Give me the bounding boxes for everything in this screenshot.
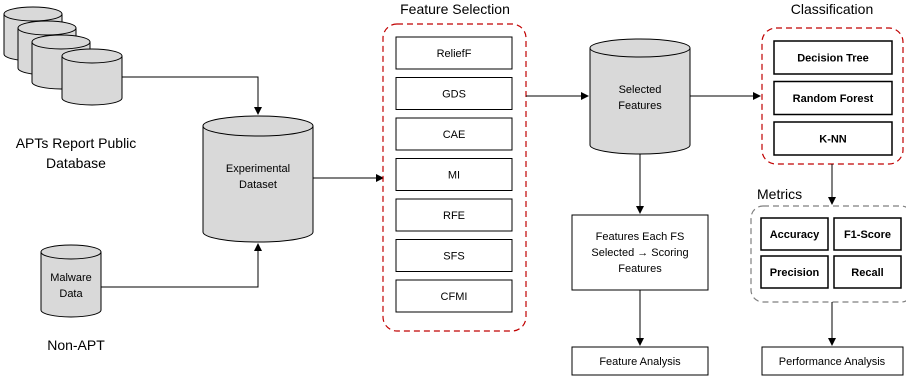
metric-label: Accuracy xyxy=(770,229,820,241)
feature-analysis-box-frame xyxy=(571,346,709,376)
model-label: K-NN xyxy=(819,134,847,146)
selected-features-cylinder xyxy=(589,38,691,155)
fs-method-label: CAE xyxy=(443,129,466,141)
fs-method-label: SFS xyxy=(443,251,464,263)
performance-analysis-box xyxy=(761,346,904,376)
fs-method-label: CFMI xyxy=(441,291,468,303)
metric-label: F1-Score xyxy=(844,229,891,241)
scoring-box xyxy=(571,214,709,291)
scoring-line1: Features Each FS xyxy=(596,231,685,243)
classification-title: Classification xyxy=(791,1,873,17)
model-label: Random Forest xyxy=(793,93,874,105)
malware-data-cylinder xyxy=(40,244,102,318)
metric-label: Recall xyxy=(851,267,883,279)
fs-method-box-rfe xyxy=(395,198,513,232)
model-box-k-nn xyxy=(773,121,893,156)
performance-analysis-label: Performance Analysis xyxy=(779,356,886,368)
fs-method-box-cae xyxy=(395,117,513,151)
experimental-dataset-line1: Experimental xyxy=(226,163,290,175)
non-apt-label: Non-APT xyxy=(47,337,105,353)
source-connectors xyxy=(101,76,384,288)
metrics-group xyxy=(750,205,906,303)
fs-method-box-sfs xyxy=(395,239,513,272)
malware-label-line2: Data xyxy=(59,288,83,300)
fs-method-box-gds xyxy=(395,77,513,110)
apt-to-dataset-arrow xyxy=(122,76,262,115)
metric-box-accuracy xyxy=(760,217,829,251)
fs-method-box-relieff xyxy=(395,36,513,70)
selected-features-connectors xyxy=(636,92,761,346)
feature-selection-group xyxy=(382,23,527,332)
model-label: Decision Tree xyxy=(797,53,869,65)
fs-method-label: GDS xyxy=(442,89,466,101)
fs-method-label: ReliefF xyxy=(437,48,472,60)
scoring-line2: Selected → Scoring xyxy=(591,247,688,259)
fs-method-box-cfmi xyxy=(395,279,513,313)
metric-box-f1-score xyxy=(833,217,902,251)
scoring-line3: Features xyxy=(618,263,662,275)
fs-method-box-mi xyxy=(395,158,513,191)
metric-box-recall xyxy=(833,255,902,289)
apt-report-database-stack xyxy=(3,6,123,106)
experimental-dataset-line2: Dataset xyxy=(239,179,277,191)
malware-to-dataset-arrow xyxy=(101,243,262,288)
feature-selection-methods: ReliefF GDS CAE MI RFE SFS CFMI xyxy=(395,36,513,313)
selected-features-line2: Features xyxy=(618,100,662,112)
feature-analysis-label: Feature Analysis xyxy=(599,356,681,368)
fs-method-label: RFE xyxy=(443,210,465,222)
experimental-dataset-cylinder xyxy=(202,115,314,243)
feature-selection-title: Feature Selection xyxy=(400,1,510,17)
metrics-title: Metrics xyxy=(757,186,802,202)
selected-features-line1: Selected xyxy=(619,84,662,96)
malware-label-line1: Malware xyxy=(50,272,92,284)
metric-label: Precision xyxy=(770,267,820,279)
apt-db-label-line2: Database xyxy=(46,155,106,171)
model-box-random-forest xyxy=(773,80,893,116)
fs-method-label: MI xyxy=(448,170,460,182)
model-box-decision-tree xyxy=(773,40,893,75)
metric-box-precision xyxy=(760,255,829,289)
apt-db-label-line1: APTs Report Public xyxy=(16,135,137,151)
database-cylinder-4 xyxy=(61,48,123,106)
